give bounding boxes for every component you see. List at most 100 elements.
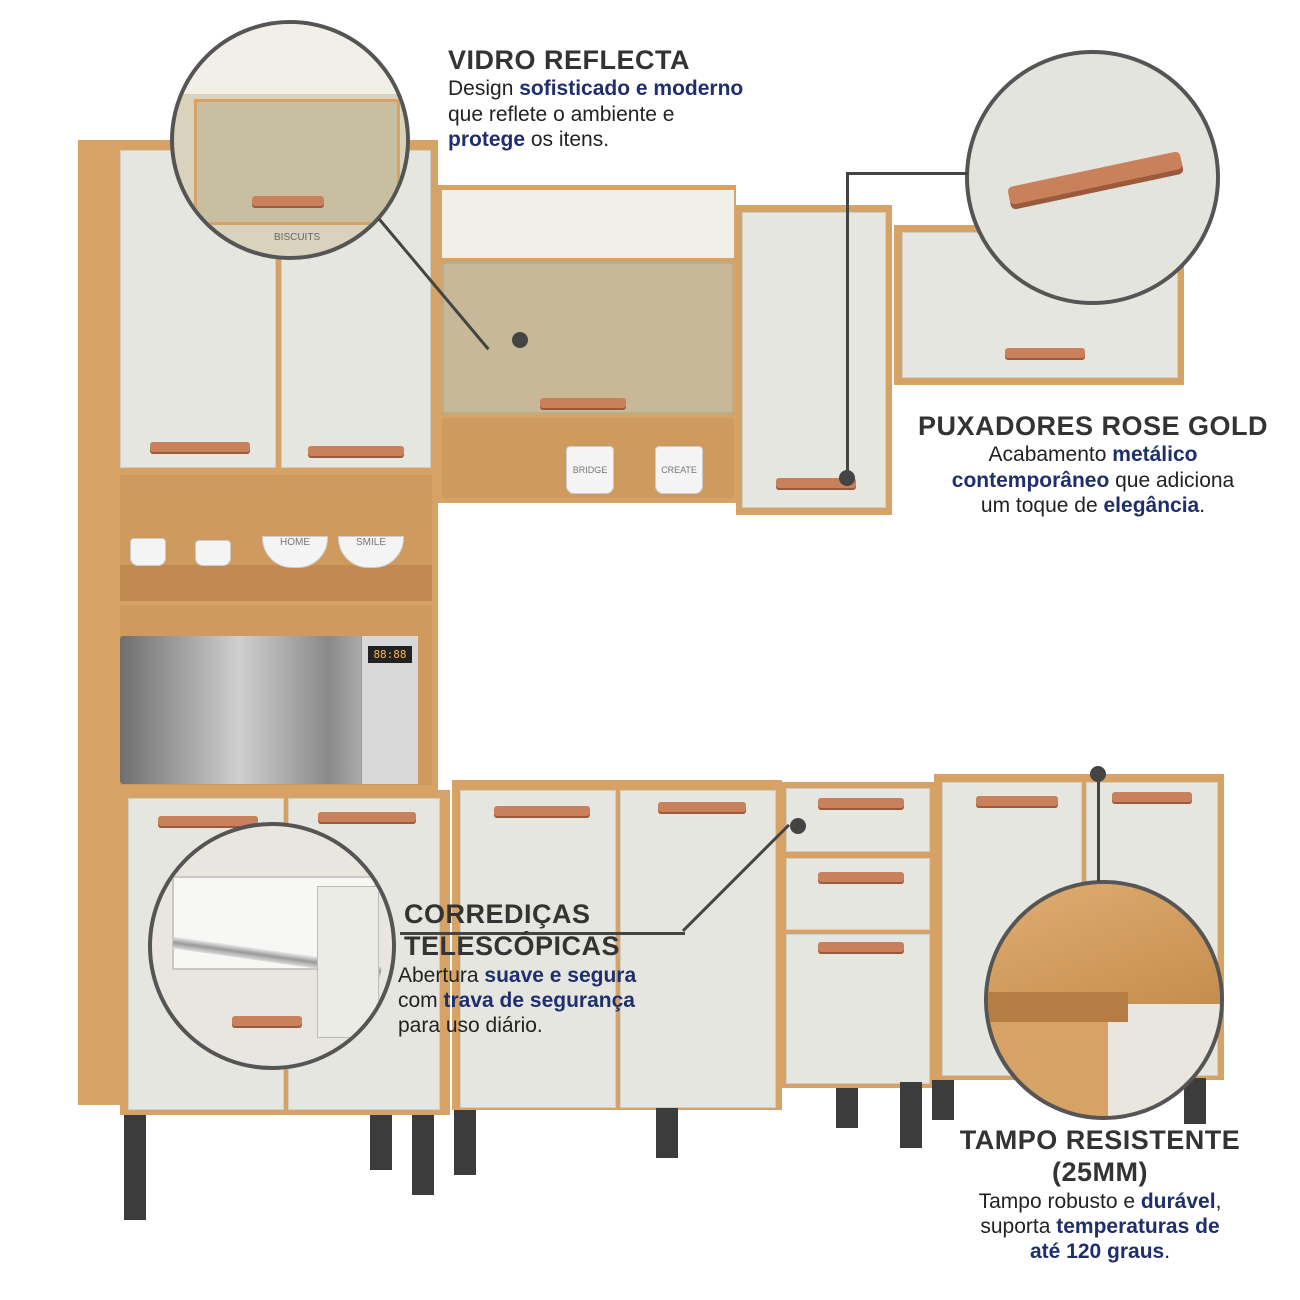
text: . — [1164, 1240, 1171, 1264]
leg — [836, 1088, 858, 1128]
callout-corredicas: CORREDIÇAS TELESCÓPICAS Abertura suave e… — [398, 898, 698, 1038]
microwave: 88:88 — [120, 636, 418, 784]
text: Abertura — [398, 963, 485, 987]
leg — [370, 1115, 392, 1170]
bowl-label: SMILE — [355, 537, 386, 548]
callout-title: TAMPO RESISTENTE — [959, 1125, 1241, 1155]
upper-middle-cubbies — [442, 190, 734, 258]
text: , — [1215, 1189, 1222, 1213]
callout-line: contemporâneo que adiciona — [908, 468, 1278, 493]
callout-tampo: TAMPO RESISTENTE (25MM) Tampo robusto e … — [930, 1124, 1270, 1265]
handle — [150, 442, 250, 452]
handle — [308, 446, 404, 456]
callout-line: Design sofisticado e moderno — [448, 76, 743, 101]
connector-dot — [1090, 766, 1106, 782]
handle-detail-rose-gold — [1007, 150, 1183, 206]
callout-line: suporta temperaturas de — [930, 1214, 1270, 1239]
drawer-2 — [786, 858, 930, 930]
mug-create: CREATE — [655, 446, 703, 494]
glass-door — [442, 262, 734, 414]
connector-dot — [790, 818, 806, 834]
text: . — [1199, 493, 1206, 517]
handle — [494, 806, 590, 816]
connector-line — [846, 172, 968, 175]
countertop-edge-detail — [988, 884, 1220, 1004]
highlight-text: protege — [448, 127, 526, 151]
highlight-text: contemporâneo — [951, 468, 1110, 492]
leg — [454, 1110, 476, 1175]
callout-line: para uso diário. — [398, 1014, 543, 1038]
text: os itens. — [525, 127, 610, 151]
highlight-text: elegância — [1103, 493, 1200, 517]
highlight-text: sofisticado e moderno — [519, 77, 744, 101]
highlight-text: até 120 graus — [1029, 1240, 1165, 1264]
detail-circle-glass: BISCUITS — [170, 20, 410, 260]
highlight-text: trava de segurança — [443, 988, 635, 1012]
callout-title: VIDRO REFLECTA — [448, 45, 690, 75]
handle — [976, 796, 1058, 806]
drawer-front-detail — [317, 886, 379, 1038]
leg — [932, 1080, 954, 1120]
detail-circle-countertop — [984, 880, 1224, 1120]
callout-title: (25MM) — [1052, 1157, 1148, 1188]
mug-label: CREATE — [661, 465, 697, 475]
text: Acabamento — [988, 443, 1113, 467]
callout-line: protege os itens. — [448, 127, 743, 152]
highlight-text: temperaturas de — [1056, 1214, 1220, 1238]
callout-title: CORREDIÇAS — [404, 899, 591, 929]
text: suporta — [980, 1214, 1057, 1238]
handle — [818, 872, 904, 882]
upper-single-door — [742, 212, 886, 508]
tower-shelf — [120, 565, 432, 601]
callout-puxadores: PUXADORES ROSE GOLD Acabamento metálico … — [908, 410, 1278, 518]
mug-label: BRIDGE — [572, 465, 608, 475]
microwave-panel: 88:88 — [361, 636, 418, 784]
highlight-text: durável — [1140, 1189, 1216, 1213]
callout-line: Abertura suave e segura — [398, 963, 698, 988]
glass-detail-shelf — [174, 24, 406, 94]
cup — [195, 540, 231, 566]
jar-label: BISCUITS — [274, 232, 321, 243]
callout-line: Acabamento metálico — [908, 442, 1278, 467]
bowl-label: HOME — [280, 537, 310, 548]
callout-line: com trava de segurança — [398, 988, 698, 1013]
handle — [818, 942, 904, 952]
leg — [124, 1115, 146, 1220]
detail-circle-drawer-slide — [148, 822, 396, 1070]
mug-bridge: BRIDGE — [566, 446, 614, 494]
text: que adiciona — [1109, 468, 1235, 492]
drawer-3 — [786, 934, 930, 1084]
text: com — [398, 988, 444, 1012]
lower-middle-door-1 — [460, 790, 616, 1108]
handle — [232, 1016, 302, 1026]
handle — [818, 798, 904, 808]
connector-line — [400, 932, 685, 935]
handle — [318, 812, 416, 822]
connector-dot — [512, 332, 528, 348]
highlight-text: suave e segura — [484, 963, 637, 987]
callout-line: Tampo robusto e durável, — [930, 1189, 1270, 1214]
handle — [252, 196, 324, 206]
handle — [1005, 348, 1085, 358]
callout-title: TELESCÓPICAS — [404, 931, 621, 962]
cup — [130, 538, 166, 566]
lower-middle-door-2 — [620, 790, 776, 1108]
connector-dot — [839, 470, 855, 486]
leg — [656, 1108, 678, 1158]
callout-line: um toque de elegância. — [908, 493, 1278, 518]
countertop-side-detail — [1108, 1004, 1220, 1116]
handle — [1112, 792, 1192, 802]
text: Tampo robusto e — [978, 1189, 1141, 1213]
connector-line — [846, 172, 849, 474]
highlight-text: metálico — [1112, 443, 1198, 467]
handle — [658, 802, 746, 812]
detail-circle-handle — [965, 50, 1220, 305]
text: Design — [448, 77, 520, 101]
callout-title: PUXADORES ROSE GOLD — [917, 411, 1269, 441]
microwave-display: 88:88 — [368, 646, 412, 663]
handle — [776, 478, 856, 488]
text: um toque de — [980, 493, 1104, 517]
leg — [412, 1115, 434, 1195]
connector-line — [1097, 772, 1100, 882]
glass-detail-panel — [194, 99, 400, 225]
